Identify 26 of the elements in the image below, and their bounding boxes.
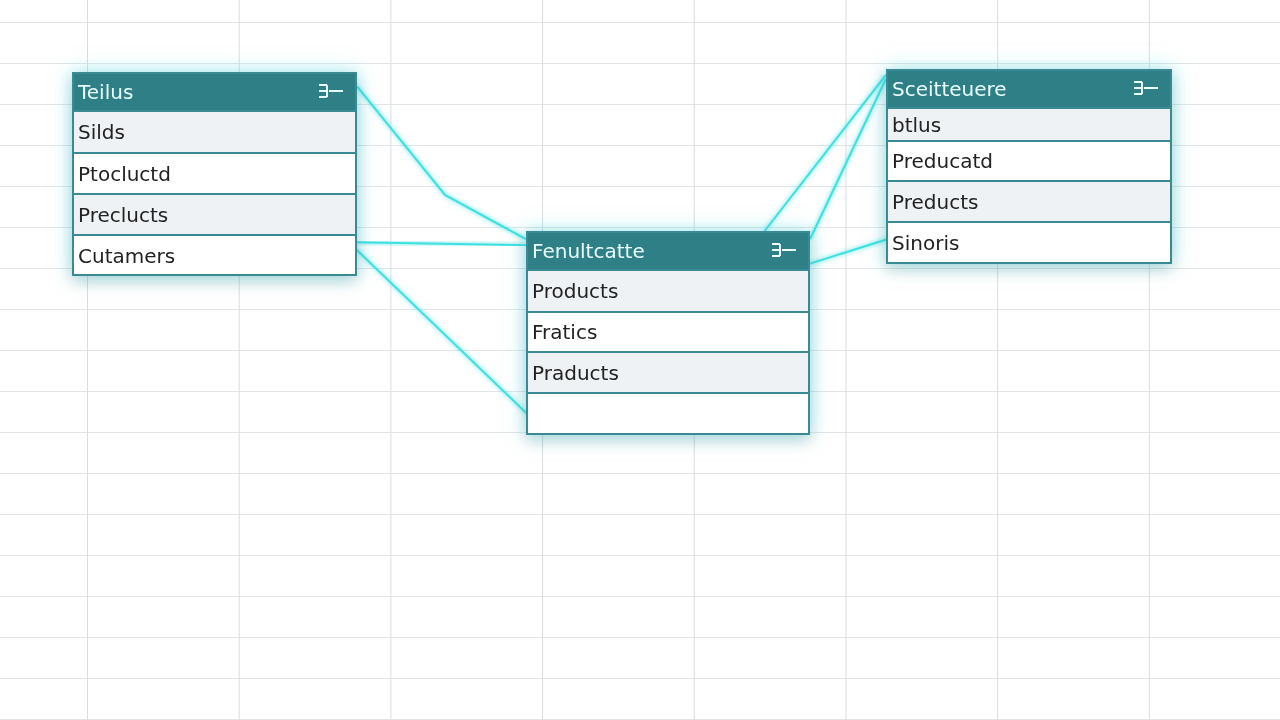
table-row: [528, 269, 808, 311]
field-name: Products: [532, 279, 619, 303]
field-name: Preclucts: [78, 202, 169, 227]
field-name: Cutamers: [78, 243, 176, 268]
field-name: Silds: [78, 120, 125, 144]
table-card: [72, 72, 357, 276]
field-name: Fratics: [532, 320, 598, 344]
field-name: Ptocluctd: [78, 161, 171, 186]
table-title: Teilus: [78, 80, 134, 104]
table-row: [528, 351, 808, 392]
field-name: Sinoris: [892, 230, 960, 255]
table-card: [886, 69, 1172, 264]
field-name: btlus: [892, 112, 942, 137]
table-row: [888, 180, 1170, 221]
connector-line: [809, 77, 887, 241]
table-row: [74, 110, 355, 152]
field-name: Preducts: [892, 189, 979, 214]
field-name: Praducts: [532, 360, 619, 385]
table-title: Fenultcatte: [532, 239, 645, 263]
table-row: [74, 193, 355, 234]
connector-line: [356, 85, 527, 241]
table-card: [526, 231, 810, 435]
connector-line: [763, 73, 887, 232]
field-name: Preducatd: [892, 149, 993, 173]
table-title: Sceitteuere: [892, 77, 1007, 101]
table-row: [888, 107, 1170, 140]
